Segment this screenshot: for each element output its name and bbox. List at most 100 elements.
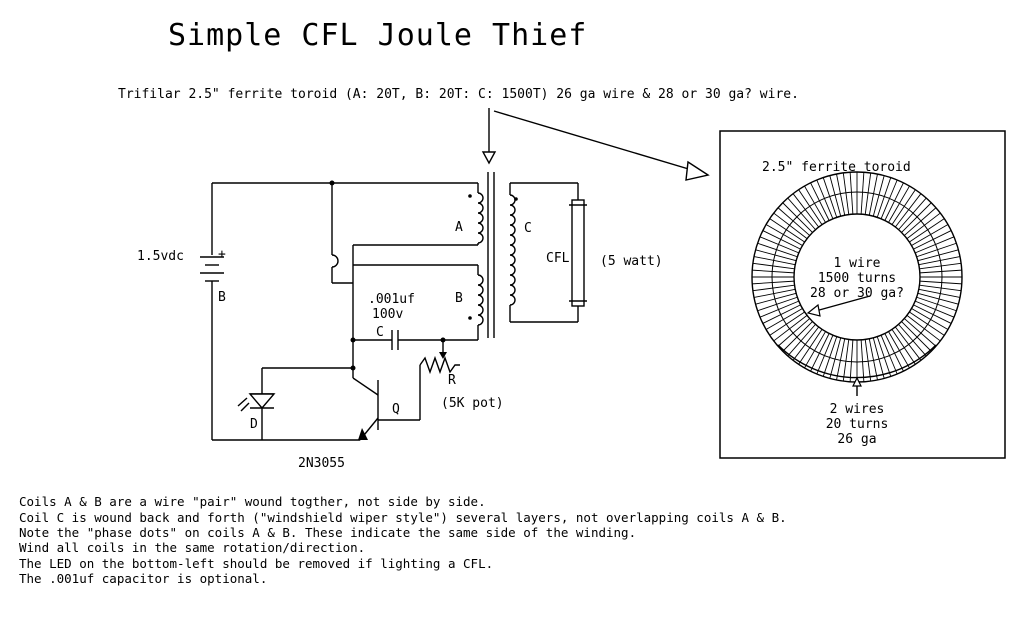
winding-turn [917,249,959,262]
coil-b-label: B [455,291,463,306]
notes: Coils A & B are a wire "pair" wound togt… [19,494,787,586]
winding-turn [753,288,796,298]
callout-arrow [481,108,710,181]
winding-turn [864,339,872,382]
winding-turn [884,182,904,221]
winding-turn [872,175,885,217]
winding-turn [759,300,799,318]
winding-turn [891,189,916,225]
winding-turn [755,249,797,262]
winding-turn [816,335,834,375]
winding-turn [901,321,932,352]
winding-turn [913,304,952,324]
winding-turn [752,269,795,274]
winding-turn [894,326,922,361]
winding-turn [782,202,813,233]
winding-turn [792,193,820,228]
winding-turn [906,314,941,342]
winding-turn [919,284,962,292]
pot-value: (5K pot) [441,396,504,411]
page-title: Simple CFL Joule Thief [168,18,587,53]
winding-turn [880,179,898,219]
winding-turn [894,193,922,228]
winding-turn [755,292,797,305]
winding-turn [916,242,957,258]
winding-turn [759,236,799,254]
cap-label: C [376,325,384,340]
winding-turn [842,172,850,215]
winding-turn [876,177,892,218]
winding-turn [757,242,798,258]
winding-turn [849,339,854,382]
winding-turn [822,177,838,218]
winding-turn [752,262,795,270]
winding-turn [891,329,916,365]
winding-turn [762,304,801,324]
led-label: D [250,417,258,432]
cfl-tube [510,182,587,323]
transistor [212,340,420,441]
note-line: The .001uf capacitor is optional. [19,571,267,586]
winding-turn [872,337,885,379]
winding-turn [868,338,878,381]
winding-turn [753,256,796,266]
winding-turn [868,173,878,216]
winding-turn [765,224,803,246]
battery-voltage: 1.5vdc [137,249,184,264]
note-line: Coils A & B are a wire "pair" wound togt… [19,494,486,509]
winding-turn [777,207,810,236]
winding-turn [911,224,949,246]
note-line: The LED on the bottom-left should be rem… [19,556,493,571]
winding-turn [777,318,810,347]
outer-gauge: 26 ga [837,432,876,447]
winding-turn [810,333,830,372]
winding-turn [898,197,927,230]
winding-turn [919,262,962,270]
pot-label: R [448,373,456,388]
winding-turn [792,326,820,361]
toroid-winding [752,172,962,382]
winding-turn [918,288,961,298]
winding-turn [913,230,952,250]
winding-turn [915,300,955,318]
winding-turn [876,336,892,377]
potentiometer [419,340,460,420]
winding-turn [917,292,959,305]
winding-turn [773,314,808,342]
winding-turn [822,336,838,377]
winding-turn [906,212,941,240]
outer-turns: 20 turns [826,417,889,432]
winding-turn [787,197,816,230]
winding-turn [769,218,805,243]
inner-gauge: 28 or 30 ga? [810,286,904,301]
winding-turn [787,324,816,357]
winding-turn [798,329,823,365]
winding-turn [919,269,962,274]
outer-wire-count: 2 wires [830,402,885,417]
winding-turn [916,296,957,312]
note-line: Note the "phase dots" on coils A & B. Th… [19,525,636,540]
coil-c-label: C [524,221,532,236]
winding-turn [810,182,830,221]
winding-turn [888,331,910,369]
winding-turn [769,311,805,336]
battery [200,256,224,440]
winding-turn [864,172,872,215]
winding-turn [757,296,798,312]
circuit: 1.5vdc + B A B C [137,172,663,471]
winding-turn [904,318,937,347]
winding-turn [888,185,910,223]
winding-turn [901,202,932,233]
winding-turn [752,284,795,292]
winding-turn [782,321,813,352]
winding-turn [836,173,846,216]
winding-turn [829,337,842,379]
inner-turns: 1500 turns [818,271,896,286]
cfl-label: CFL [546,251,570,266]
winding-turn [860,339,865,382]
subtitle: Trifilar 2.5" ferrite toroid (A: 20T, B:… [118,87,799,102]
battery-plus: + [218,247,226,262]
winding-turn [816,179,834,219]
winding-turn [880,335,898,375]
